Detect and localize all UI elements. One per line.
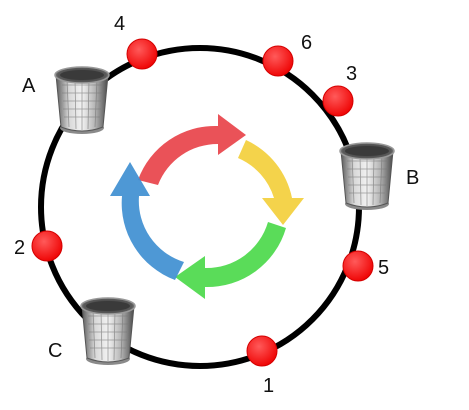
node-3 (322, 85, 354, 117)
bin-label-a: A (22, 75, 36, 97)
node-2 (31, 230, 63, 262)
trash-can-icon (54, 66, 110, 135)
node-5 (342, 250, 374, 282)
bin-label-c: C (48, 340, 62, 362)
trash-can-icon (80, 297, 136, 366)
bin-label-b: B (406, 167, 419, 189)
node-1 (246, 335, 278, 367)
node-label-6: 6 (301, 32, 312, 54)
node-label-2: 2 (14, 237, 25, 259)
cycle-arrows-icon (110, 114, 304, 299)
node-label-1: 1 (263, 375, 274, 397)
node-label-3: 3 (346, 63, 357, 85)
node-6 (262, 45, 294, 77)
node-label-4: 4 (114, 13, 125, 35)
node-4 (126, 38, 158, 70)
node-label-5: 5 (378, 257, 389, 279)
trash-can-icon (339, 142, 395, 211)
